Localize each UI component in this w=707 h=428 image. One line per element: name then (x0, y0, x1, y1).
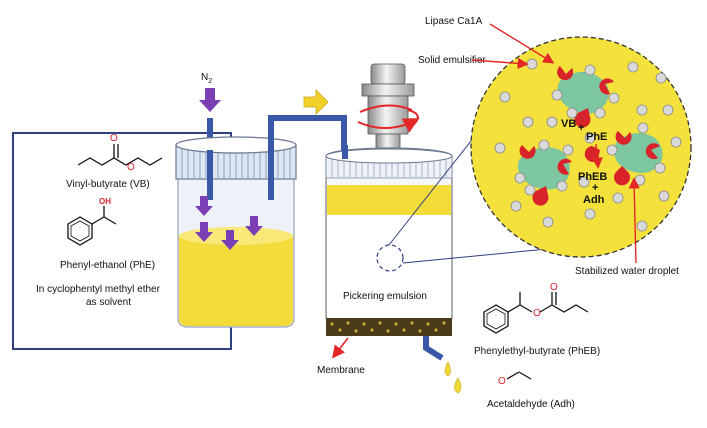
zoom-region-circle (376, 244, 404, 272)
product-drop (454, 377, 462, 394)
n2-arrow-icon (199, 88, 221, 112)
phenyl-ethanol-label: Phenyl-ethanol (PhE) (60, 260, 155, 271)
acetaldehyde-label: Acetaldehyde (Adh) (487, 399, 575, 410)
reactor-organic-phase (327, 185, 451, 215)
transfer-tube (268, 115, 347, 152)
pickering-emulsion-label: Pickering emulsion (343, 291, 427, 302)
feed-flask (175, 122, 297, 328)
rotation-arrow-icon (357, 118, 420, 133)
solvent-label-line1: In cyclophentyl methyl ether (36, 284, 161, 295)
product-drop (444, 361, 451, 377)
membrane-pointer-arrow (332, 337, 349, 359)
bubble-arrow-icon (245, 216, 263, 236)
n2-inlet: N2 (199, 72, 221, 112)
droplet-zoom-view: VB + PhE PhEB + Adh (470, 36, 692, 258)
vinyl-butyrate-ester-o: O (127, 162, 135, 173)
phenyl-ethanol-oh: OH (99, 197, 111, 206)
vinyl-butyrate-structure (77, 144, 163, 166)
phe-label: PhE (586, 131, 607, 143)
acetaldehyde-o: O (498, 376, 506, 387)
solid-emulsifier-pointer-arrow (471, 57, 529, 69)
solvent-label-line2: as solvent (86, 297, 131, 308)
plus-sign-2: + (592, 182, 598, 194)
zoom-view-circle (470, 36, 692, 258)
n2-label: N2 (201, 72, 212, 85)
vinyl-butyrate-label: Vinyl-butyrate (VB) (66, 179, 150, 190)
stabilized-droplet-label: Stabilized water droplet (575, 266, 679, 277)
rotation-arrow-icon (359, 104, 413, 113)
bubble-arrow-icon (195, 196, 213, 216)
plus-sign-1: + (578, 122, 584, 134)
membrane (326, 318, 452, 336)
flow-arrow-icon (303, 89, 329, 115)
emulsifier-particle-group (494, 58, 682, 232)
membrane-label: Membrane (317, 365, 365, 376)
bubble-arrow-icon (221, 230, 239, 250)
pheb-ester-o: O (533, 308, 541, 319)
pheb-carbonyl-o: O (550, 282, 558, 293)
phenylethyl-butyrate-label: Phenylethyl-butyrate (PhEB) (474, 346, 600, 357)
bubble-arrow-icon (195, 222, 213, 242)
adh-label: Adh (583, 194, 605, 206)
solid-emulsifier-label: Solid emulsifier (418, 55, 486, 66)
pickering-reactor: Pickering emulsion (325, 145, 462, 394)
product-structures: O O Phenylethyl-butyrate (PhEB) O Acetal… (474, 282, 600, 410)
vinyl-butyrate-carbonyl-o: O (110, 133, 118, 144)
lipase-pointer-arrow (489, 23, 555, 64)
acetaldehyde-structure (506, 371, 532, 380)
lipase-enzyme-group (519, 66, 660, 206)
phenylethyl-butyrate-structure (483, 292, 589, 334)
pheb-label: PhEB (578, 171, 607, 183)
stabilized-droplet-pointer-arrow (628, 177, 640, 264)
reaction-arrow (591, 143, 603, 169)
phenyl-ethanol-structure (67, 206, 117, 246)
stirrer (357, 63, 420, 158)
lipase-label: Lipase Ca1A (425, 16, 483, 27)
vb-label: VB (561, 118, 576, 130)
water-droplet (557, 71, 609, 114)
outlet-tube (423, 336, 444, 361)
feed-flask-liquid (179, 236, 293, 326)
